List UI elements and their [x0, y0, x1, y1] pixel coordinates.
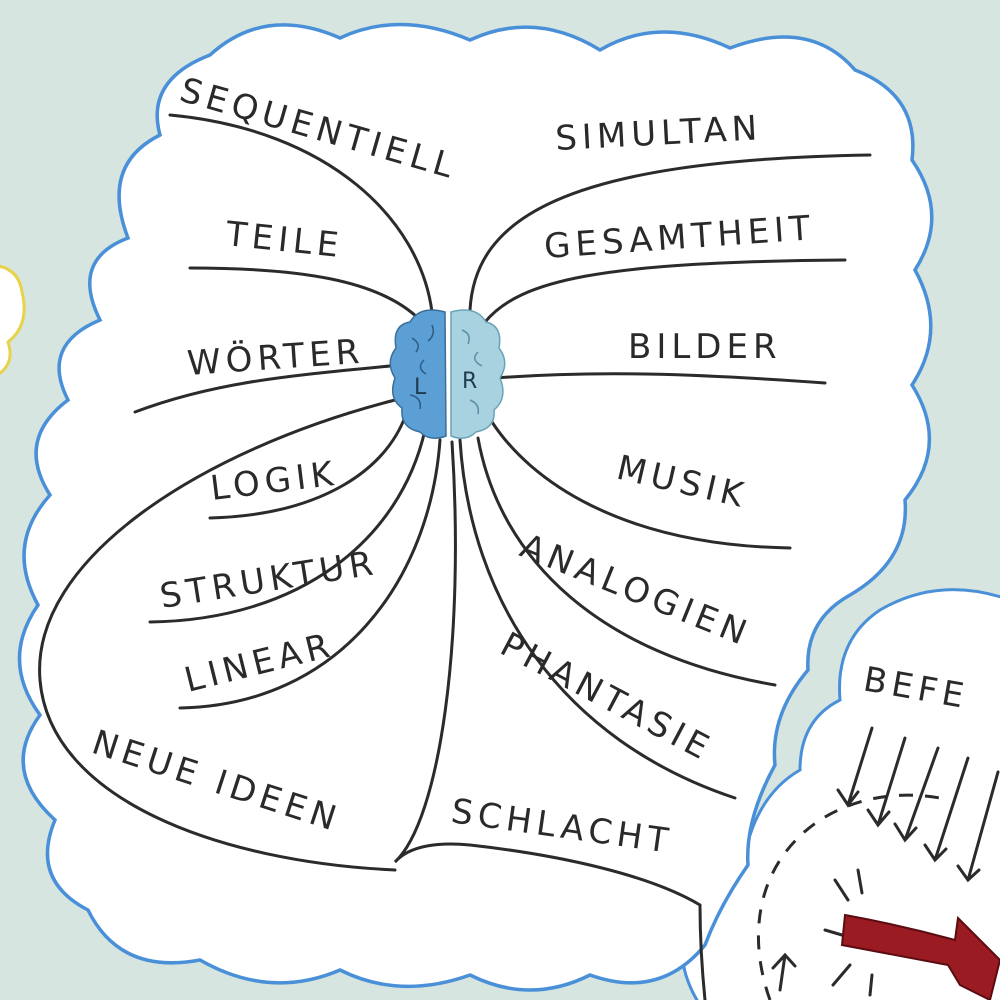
branch-logik: [208, 406, 410, 520]
brain-right-hemisphere: R: [450, 309, 506, 439]
branch-bilder: [493, 372, 827, 385]
brain-right-letter: R: [462, 369, 477, 394]
branch-analogien: [476, 436, 777, 687]
branch-linear: [178, 438, 442, 710]
branch-struktur: [148, 428, 427, 624]
main-thought-cloud: [17, 22, 934, 992]
branch-teile: [188, 266, 422, 322]
branch-sequentiell: [168, 113, 434, 314]
label-bilder: BILDER: [628, 327, 782, 367]
branch-woerter: [133, 363, 402, 414]
brain-left-hemisphere: L: [389, 309, 447, 439]
downward-arrows: [836, 726, 1000, 883]
branch-schlacht: [393, 440, 707, 1000]
yellow-cloud-fragment: [0, 264, 26, 375]
branch-phantasie: [458, 438, 737, 800]
branch-simultan: [468, 153, 872, 312]
brain-left-letter: L: [414, 375, 427, 400]
red-arrow: [840, 913, 1000, 1000]
branch-neue-ideen: [38, 398, 397, 872]
branch-gesamtheit: [483, 258, 847, 324]
burst-lines: [823, 868, 874, 997]
dashed-circle: [757, 793, 951, 1000]
branch-musik: [490, 420, 792, 550]
